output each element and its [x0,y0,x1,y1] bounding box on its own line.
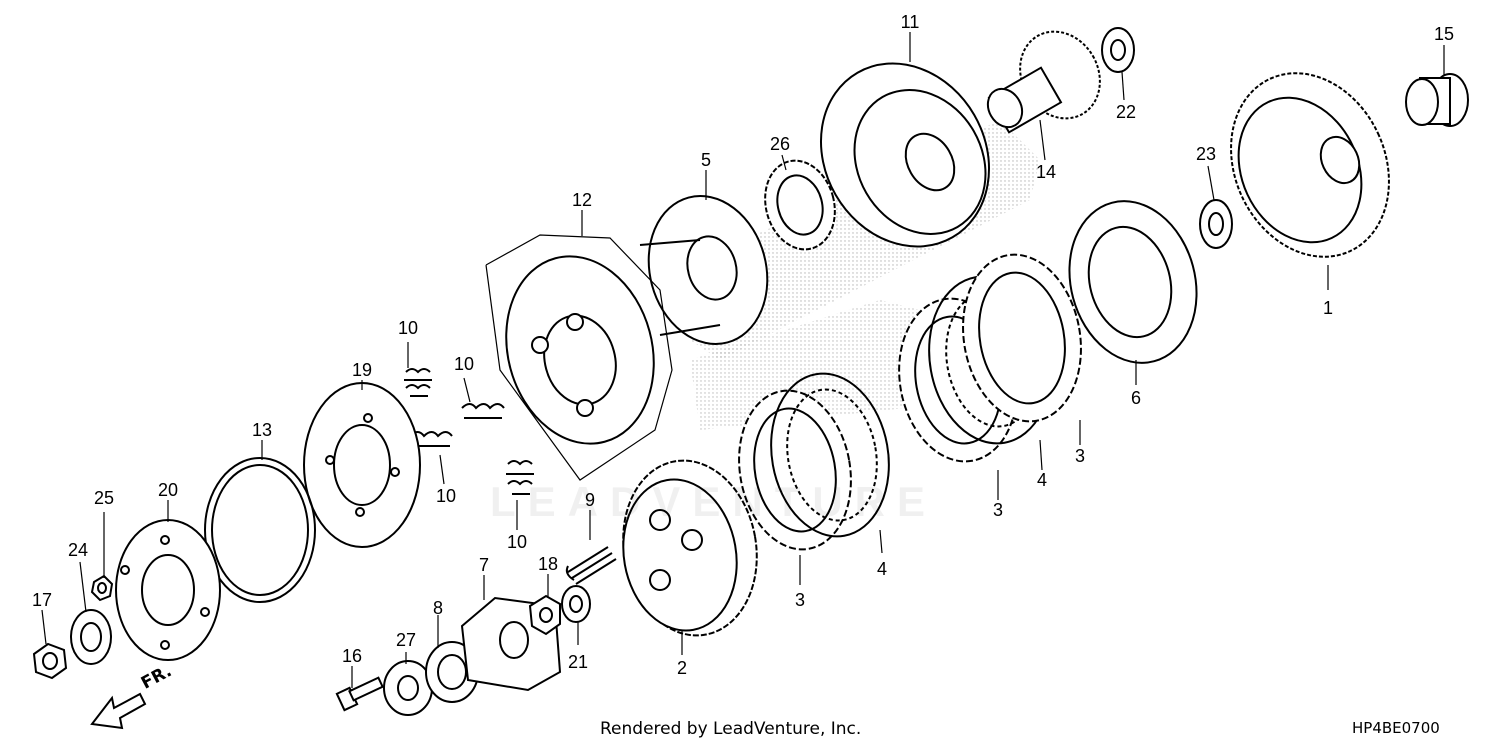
friction-disc-part-3 [738,389,852,551]
drive-plate-part-5 [639,195,769,345]
clutch-plate-part-4 [770,372,890,538]
watermark: LEADVENTURE [490,478,938,525]
callout-21: 21 [567,652,589,672]
callout-3: 3 [1074,446,1086,466]
callout-8: 8 [432,598,444,618]
callout-4: 4 [876,559,888,579]
washer-part-22 [1101,27,1135,73]
bolt-part-16 [335,676,384,712]
callout-10: 10 [506,532,528,552]
callout-25: 25 [93,488,115,508]
washer-part-23 [1199,199,1233,249]
callout-10: 10 [453,354,475,374]
pressure-plate-part-6 [1068,200,1198,364]
callout-24: 24 [67,540,89,560]
clutch-weight-set-part-12 [485,234,673,481]
callout-12: 12 [571,190,593,210]
diagram-code: HP4BE0700 [1352,719,1440,737]
spring-part-10 [461,403,505,419]
callout-18: 18 [537,554,559,574]
callout-3: 3 [992,500,1004,520]
callout-2: 2 [676,658,688,678]
plate-part-19 [303,382,421,548]
nut-part-18 [528,594,561,636]
callout-6: 6 [1130,388,1142,408]
callout-14: 14 [1035,162,1057,182]
callout-17: 17 [31,590,53,610]
one-way-clutch-part-26 [764,159,836,251]
leader-lines [41,32,1445,688]
callout-10: 10 [435,486,457,506]
callout-13: 13 [251,420,273,440]
clutch-housing-part-1 [1230,72,1390,258]
callout-9: 9 [584,490,596,510]
callout-10: 10 [397,318,419,338]
callout-3: 3 [794,590,806,610]
shaft-gear-part-14 [986,30,1101,134]
callout-22: 22 [1115,102,1137,122]
washer-part-21 [561,585,591,623]
spring-part-10 [404,368,432,397]
plate-part-20 [115,519,221,661]
callout-7: 7 [478,555,490,575]
callout-15: 15 [1433,24,1455,44]
clutch-center-part-2 [622,459,758,637]
callout-23: 23 [1195,144,1217,164]
washer-part-24 [70,609,112,665]
callout-11: 11 [900,12,920,32]
callout-27: 27 [395,630,417,650]
callout-19: 19 [351,360,373,380]
spring-part-10 [506,460,534,495]
friction-disc-part-3 [962,253,1082,423]
front-direction-arrow-icon [90,692,147,730]
render-credit: Rendered by LeadVenture, Inc. [600,719,862,739]
nut-part-25 [90,574,114,602]
nut-part-17 [32,642,68,680]
bearing-part-27 [383,660,433,716]
callout-16: 16 [341,646,363,666]
callout-5: 5 [700,150,712,170]
callout-4: 4 [1036,470,1048,490]
spring-part-9 [565,546,617,585]
callout-26: 26 [769,134,791,154]
bushing-part-15 [1405,73,1469,127]
callout-20: 20 [157,480,179,500]
ring-part-13 [204,457,316,603]
callout-1: 1 [1322,298,1334,318]
clutch-drum-part-11 [819,62,991,248]
